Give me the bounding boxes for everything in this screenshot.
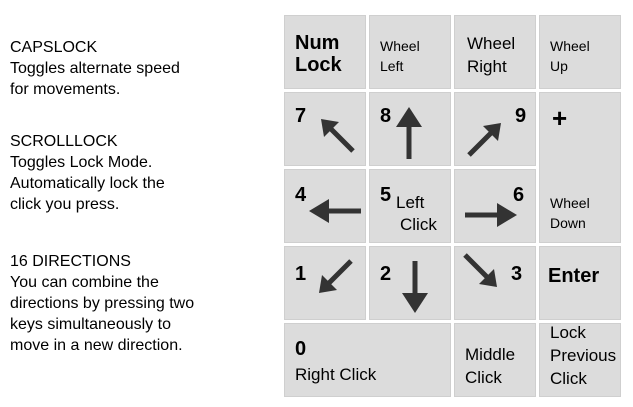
key-0[interactable]: 0 Right Click <box>284 323 451 397</box>
key-3[interactable]: 3 <box>454 246 536 320</box>
wheel-up-label-1: Wheel <box>550 38 590 54</box>
key-9-number: 9 <box>515 105 527 127</box>
key-4-number: 4 <box>295 184 307 206</box>
scrolllock-line-1: Toggles Lock Mode. <box>10 154 153 171</box>
enter-key[interactable]: Enter <box>539 246 621 320</box>
directions-line-2: directions by pressing two <box>10 295 195 312</box>
lock-previous-label-1: Lock <box>550 323 586 342</box>
key-6-number: 6 <box>513 184 525 206</box>
wheel-left-key[interactable]: Wheel Left <box>369 15 451 89</box>
wheel-right-label-2: Right <box>467 57 507 76</box>
lock-previous-label-2: Previous <box>550 346 617 365</box>
wheel-right-label-1: Wheel <box>467 34 516 53</box>
middle-click-key[interactable]: Middle Click <box>454 323 536 397</box>
key-8[interactable]: 8 <box>369 92 451 166</box>
wheel-up-key[interactable]: Wheel Up <box>539 15 621 89</box>
key-1-number: 1 <box>295 263 307 285</box>
scrolllock-line-3: click you press. <box>10 196 120 213</box>
key-0-number: 0 <box>295 338 307 360</box>
capslock-line-2: for movements. <box>10 81 121 98</box>
directions-line-1: You can combine the <box>10 274 159 291</box>
capslock-line-1: Toggles alternate speed <box>10 60 180 77</box>
directions-description: 16 DIRECTIONS You can combine the direct… <box>10 251 194 356</box>
key-4[interactable]: 4 <box>284 169 366 243</box>
middle-click-label-1: Middle <box>465 345 516 364</box>
plus-key[interactable]: + Wheel Down <box>539 92 621 243</box>
key-3-number: 3 <box>511 263 523 285</box>
enter-label: Enter <box>548 265 600 287</box>
key-2-number: 2 <box>380 263 392 285</box>
scrolllock-title: SCROLLLOCK <box>10 133 118 150</box>
capslock-description: CAPSLOCK Toggles alternate speed for mov… <box>10 37 180 100</box>
left-click-label-2: Click <box>400 215 437 234</box>
wheel-up-label-2: Up <box>550 58 568 74</box>
wheel-left-label-2: Left <box>380 58 404 74</box>
capslock-title: CAPSLOCK <box>10 39 98 56</box>
up-left-arrow-icon <box>321 119 355 153</box>
wheel-down-label-1: Wheel <box>550 195 590 211</box>
up-right-arrow-icon <box>467 123 501 157</box>
down-arrow-icon <box>402 261 428 313</box>
middle-click-label-2: Click <box>465 368 502 387</box>
wheel-left-label-1: Wheel <box>380 38 420 54</box>
left-arrow-icon <box>309 199 361 223</box>
right-click-label: Right Click <box>295 365 377 384</box>
numlock-key[interactable]: Num Lock <box>284 15 366 89</box>
key-2[interactable]: 2 <box>369 246 451 320</box>
key-8-number: 8 <box>380 105 392 127</box>
lock-previous-label-3: Click <box>550 369 587 388</box>
numpad: Num Lock Wheel Left Wheel Right Wheel Up… <box>276 7 628 402</box>
key-9[interactable]: 9 <box>454 92 536 166</box>
plus-label: + <box>552 103 568 133</box>
scrolllock-line-2: Automatically lock the <box>10 175 165 192</box>
up-arrow-icon <box>396 107 422 159</box>
lock-previous-click-key[interactable]: Lock Previous Click <box>539 323 621 397</box>
scrolllock-description: SCROLLLOCK Toggles Lock Mode. Automatica… <box>10 131 165 215</box>
directions-line-3: keys simultaneously to <box>10 316 171 333</box>
key-7-number: 7 <box>295 105 307 127</box>
numlock-label-2: Lock <box>295 54 342 76</box>
directions-title: 16 DIRECTIONS <box>10 253 131 270</box>
directions-line-4: move in a new direction. <box>10 337 183 354</box>
down-right-arrow-icon <box>463 253 497 287</box>
wheel-right-key[interactable]: Wheel Right <box>454 15 536 89</box>
key-1[interactable]: 1 <box>284 246 366 320</box>
numlock-label-1: Num <box>295 32 340 54</box>
left-click-label-1: Left <box>396 193 425 212</box>
key-5-number: 5 <box>380 184 392 206</box>
key-7[interactable]: 7 <box>284 92 366 166</box>
down-left-arrow-icon <box>319 259 353 293</box>
right-arrow-icon <box>465 203 517 227</box>
wheel-down-label-2: Down <box>550 215 586 231</box>
key-5[interactable]: 5 Left Click <box>369 169 451 243</box>
key-6[interactable]: 6 <box>454 169 536 243</box>
